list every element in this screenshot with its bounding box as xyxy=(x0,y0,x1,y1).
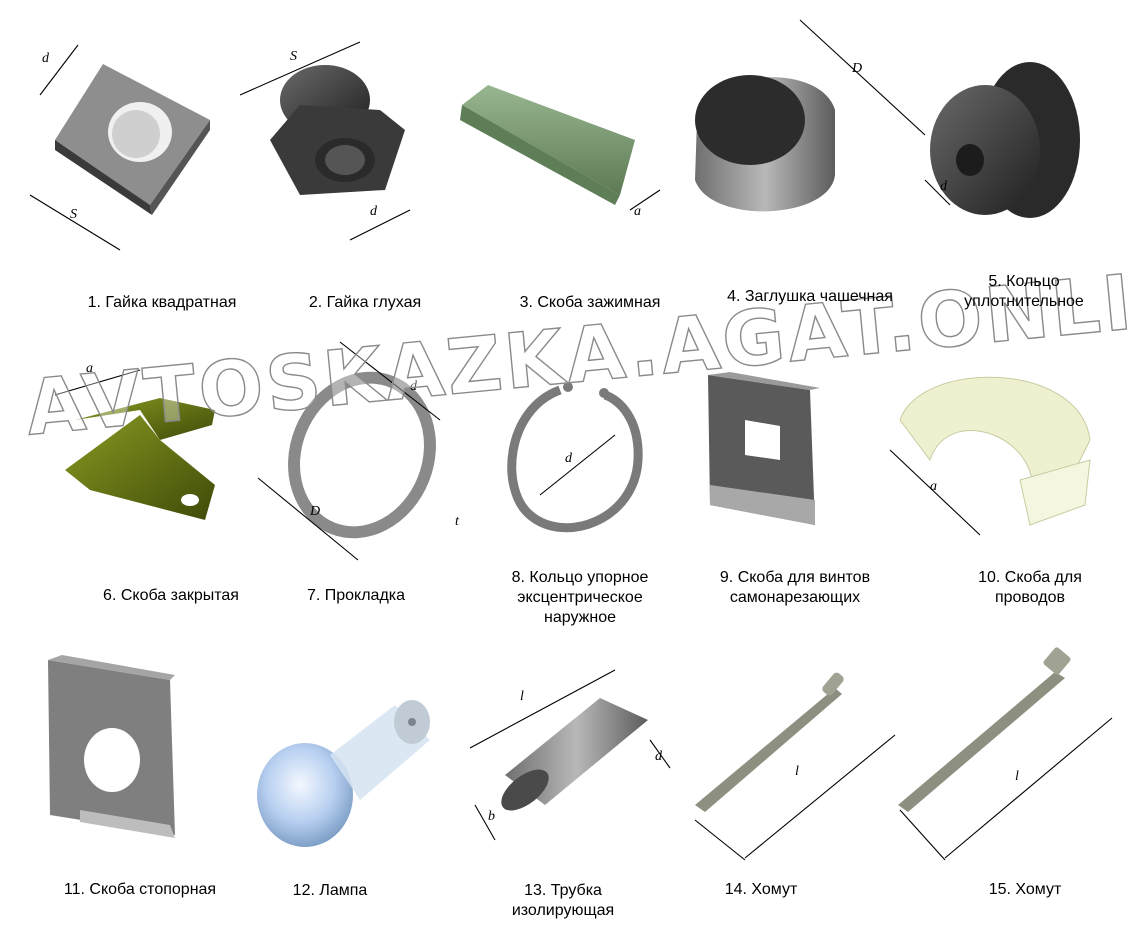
svg-text:d: d xyxy=(940,179,948,194)
svg-text:b: b xyxy=(488,809,495,824)
svg-text:l: l xyxy=(795,764,799,779)
svg-text:l: l xyxy=(520,689,524,704)
svg-text:l: l xyxy=(1015,769,1019,784)
part-caption: 10. Скоба для проводов xyxy=(978,569,1082,606)
svg-text:S: S xyxy=(70,207,77,222)
closed-clip-icon: a xyxy=(54,361,215,520)
svg-text:S: S xyxy=(290,49,297,64)
part-caption: 12. Лампа xyxy=(292,882,368,899)
svg-text:a: a xyxy=(86,361,93,376)
part-caption: 6. Скоба закрытая xyxy=(103,587,239,604)
part-caption: 2. Гайка глухая xyxy=(308,294,422,311)
square-nut-icon: d S xyxy=(29,44,210,251)
svg-text:d: d xyxy=(370,204,378,219)
part-caption: 4. Заглушка чашечная xyxy=(727,288,893,305)
cable-tie-icon: l xyxy=(694,672,896,861)
svg-text:d: d xyxy=(655,749,663,764)
part-caption: 9. Скоба для винтов самонарезающих xyxy=(719,569,871,606)
gasket-icon: D d t xyxy=(257,341,460,561)
svg-text:d: d xyxy=(410,379,418,394)
part-caption: 14. Хомут xyxy=(724,881,798,898)
wire-clip-icon: a xyxy=(889,376,1091,536)
svg-text:a: a xyxy=(634,204,641,219)
svg-text:t: t xyxy=(455,514,460,529)
lamp-bulb-icon xyxy=(257,700,430,847)
part-caption: 3. Скоба зажимная xyxy=(519,294,661,311)
part-caption: 7. Прокладка xyxy=(306,587,406,604)
cap-nut-icon: S d xyxy=(239,41,411,241)
svg-text:d: d xyxy=(565,451,573,466)
part-caption: 15. Хомут xyxy=(988,881,1062,898)
svg-text:D: D xyxy=(309,504,320,519)
lock-clip-icon xyxy=(48,655,175,838)
part-caption: 5. Кольцо уплотнительное xyxy=(964,273,1084,310)
insulating-tube-icon: l d b xyxy=(469,669,671,841)
cup-plug-icon: D xyxy=(695,19,926,212)
part-caption: 1. Гайка квадратная xyxy=(87,294,237,311)
cable-tie-icon: l xyxy=(898,647,1113,861)
retaining-ring-icon: d xyxy=(507,382,643,533)
part-caption: 13. Трубка изолирующая xyxy=(511,882,615,919)
svg-text:a: a xyxy=(930,479,937,494)
part-caption: 11. Скоба стопорная xyxy=(63,881,217,898)
svg-text:D: D xyxy=(851,61,862,76)
clamp-bracket-icon: a xyxy=(460,85,661,219)
part-caption: 8. Кольцо упорное эксцентрическое наружн… xyxy=(511,569,649,626)
screw-clip-icon xyxy=(708,372,820,525)
seal-ring-icon: d xyxy=(924,62,1080,218)
svg-text:d: d xyxy=(42,51,50,66)
